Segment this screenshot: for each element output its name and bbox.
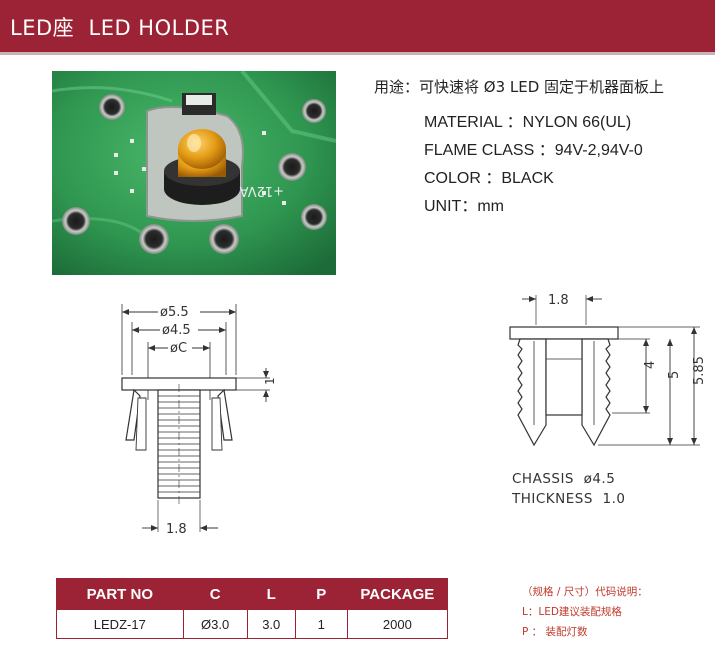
usage-text: 用途：可快速将 Ø3 LED 固定于机器面板上 [374, 78, 665, 96]
product-photo: +12VA [52, 71, 336, 275]
holder-section-drawing: 1.8 4 5 5.85 [490, 285, 715, 515]
cell-l: 3.0 [246, 609, 296, 639]
header-banner: LED座 LED HOLDER [0, 0, 715, 55]
col-part-no: PART NO [56, 578, 184, 610]
table-header-row: PART NO C L P PACKAGE [56, 578, 449, 610]
spec-color: COLOR ：BLACK [424, 170, 554, 187]
dim-top-width: 1.8 [548, 293, 569, 308]
dim-outer-diameter: ø5.5 [160, 305, 189, 320]
pcb-silkscreen-label: +12VA [240, 183, 284, 198]
dim-c-diameter: øC [170, 341, 187, 356]
code-notes: （规格 / 尺寸）代码说明： L：LED建议装配规格 P ： 装配灯数 [522, 582, 648, 642]
col-package: PACKAGE [346, 578, 449, 610]
col-l: L [246, 578, 296, 610]
dim-inner-diameter: ø4.5 [162, 323, 191, 338]
chassis-line: CHASSIS ø4.5 [512, 471, 616, 487]
cell-c: Ø3.0 [182, 609, 248, 639]
dim-a-height: 4 [643, 361, 658, 369]
code-notes-title: （规格 / 尺寸）代码说明： [522, 586, 648, 598]
chassis-note: CHASSIS ø4.5 THICKNESS 1.0 [512, 469, 625, 509]
code-note-l: L：LED建议装配规格 [522, 606, 622, 618]
spec-unit: UNIT：mm [424, 198, 504, 215]
parts-table: PART NO C L P PACKAGE LEDZ-17 Ø3.0 3.0 1… [56, 578, 449, 639]
cell-part-no: LEDZ-17 [56, 609, 184, 639]
table-row: LEDZ-17 Ø3.0 3.0 1 2000 [56, 609, 449, 639]
spec-flame-class: FLAME CLASS ：94V-2,94V-0 [424, 142, 643, 159]
spec-list: MATERIAL ：NYLON 66(UL) FLAME CLASS ：94V-… [424, 114, 643, 226]
dim-bottom-width: 1.8 [166, 522, 187, 537]
col-p: P [294, 578, 348, 610]
holder-front-drawing: ø5.5 ø4.5 øC 1 [100, 290, 300, 540]
dim-side-l: 1 [263, 377, 277, 385]
cell-p: 1 [294, 609, 348, 639]
cell-package: 2000 [346, 609, 449, 639]
col-c: C [182, 578, 248, 610]
dim-c-height: 5.85 [692, 356, 707, 385]
pcb-photo-illustration: +12VA [52, 71, 336, 275]
dim-b-height: 5 [667, 371, 682, 379]
thickness-line: THICKNESS 1.0 [512, 491, 626, 507]
code-note-p: P ： 装配灯数 [522, 626, 588, 638]
spec-material: MATERIAL ：NYLON 66(UL) [424, 114, 632, 131]
page-title: LED座 LED HOLDER [10, 16, 230, 40]
